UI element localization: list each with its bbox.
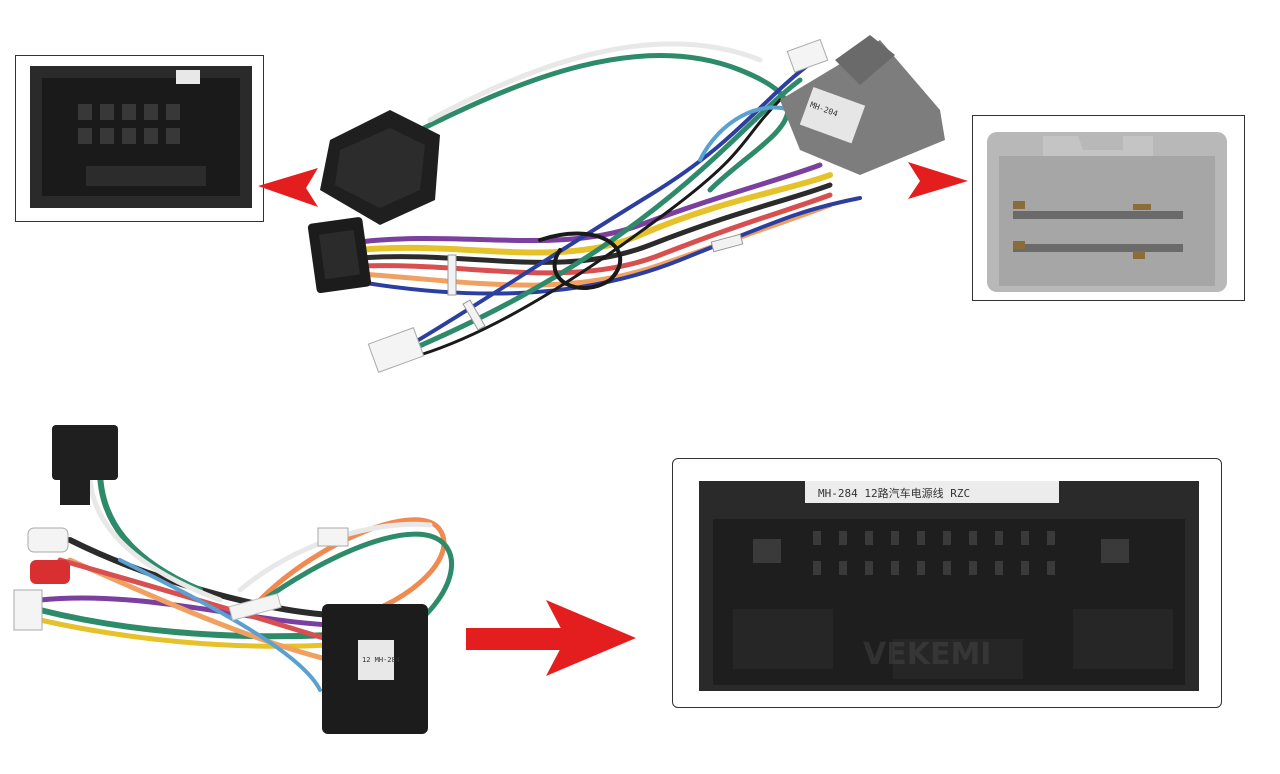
gray-vehicle-connector: MH-204 <box>780 35 945 175</box>
black-iso-connector <box>307 217 372 294</box>
large-connector-label: MH-284 12路汽车电源线 RZC <box>818 486 970 500</box>
inset-large-connector-face: MH-284 12路汽车电源线 RZC VEKEMI <box>672 458 1222 708</box>
inset-black-connector-face <box>15 55 264 222</box>
inset-gray-connector-face <box>972 115 1245 301</box>
black-connector-bottom-small <box>52 425 118 505</box>
black-connector-small <box>320 110 440 225</box>
watermark-text: VEKEMI <box>863 637 991 672</box>
bottom-connector-label: 12 MH-284 <box>362 656 400 664</box>
black-main-connector: 12 MH-284 <box>322 604 428 734</box>
